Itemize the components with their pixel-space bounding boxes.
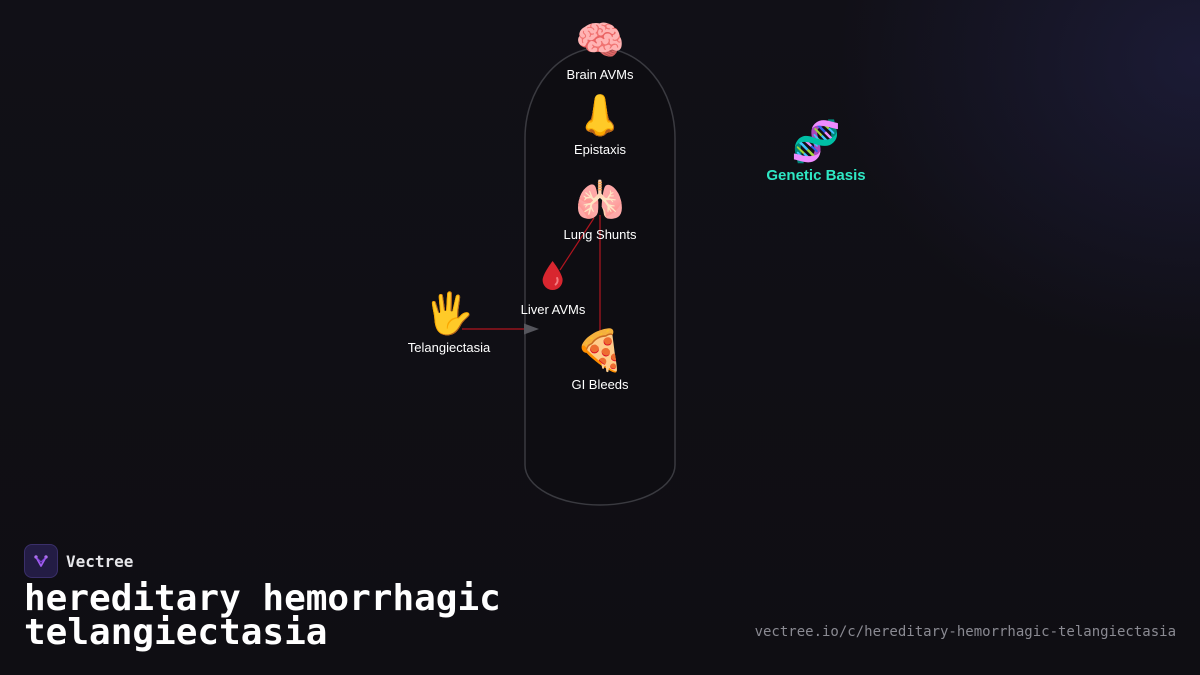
- node-label: GI Bleeds: [571, 377, 629, 392]
- vectree-logo-icon: [24, 544, 58, 578]
- brand-name: Vectree: [66, 551, 134, 571]
- node-label: Brain AVMs: [566, 67, 634, 82]
- node-liver-avms[interactable]: Liver AVMs: [520, 252, 586, 318]
- node-lung-shunts[interactable]: 🫁 Lung Shunts: [563, 177, 636, 243]
- edge-lung-liver: [559, 217, 595, 271]
- nose-icon: 👃: [575, 94, 625, 138]
- node-label: Liver AVMs: [520, 302, 586, 317]
- hand-icon: 🖐: [424, 292, 474, 336]
- page-title: hereditary hemorrhagic telangiectasia: [24, 578, 501, 653]
- node-label: Telangiectasia: [407, 340, 491, 355]
- blood-drop-icon: [521, 252, 586, 300]
- node-brain-avms[interactable]: 🧠 Brain AVMs: [567, 17, 634, 83]
- node-label: Epistaxis: [573, 142, 627, 157]
- brain-icon: 🧠: [575, 19, 625, 63]
- dna-icon: 🧬: [791, 120, 841, 164]
- source-url[interactable]: vectree.io/c/hereditary-hemorrhagic-tela…: [754, 624, 1176, 640]
- brand: Vectree: [24, 544, 133, 578]
- pizza-icon: 🍕: [575, 329, 625, 373]
- lungs-icon: 🫁: [575, 179, 625, 223]
- node-telangiectasia[interactable]: 🖐 Telangiectasia: [408, 290, 490, 356]
- node-gi-bleeds[interactable]: 🍕 GI Bleeds: [571, 327, 628, 393]
- node-epistaxis[interactable]: 👃 Epistaxis: [574, 92, 626, 158]
- node-genetic-basis[interactable]: 🧬 Genetic Basis: [766, 118, 865, 184]
- edge-arrowhead: [524, 323, 539, 335]
- node-label: Lung Shunts: [563, 227, 637, 242]
- node-label: Genetic Basis: [766, 167, 866, 184]
